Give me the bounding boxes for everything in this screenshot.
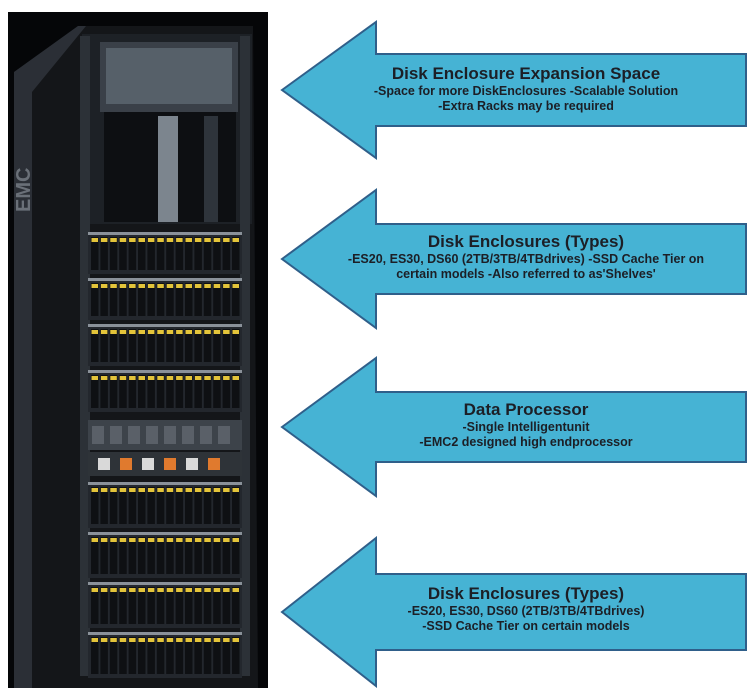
callout-title: Disk Enclosure Expansion Space	[391, 64, 661, 83]
left-arrow-icon	[280, 20, 747, 160]
callout-title: Disk Enclosures (Types)	[427, 232, 625, 251]
callout-line: -Space for more DiskEnclosures -Scalable…	[373, 84, 679, 98]
callout-title: Data Processor	[463, 400, 589, 419]
left-arrow-icon	[280, 356, 747, 498]
callout-line: -ES20, ES30, DS60 (2TB/3TB/4TBdrives)	[407, 604, 645, 618]
callout-text: Data Processor -Single Intelligentunit -…	[320, 400, 732, 450]
callout-line: -EMC2 designed high endprocessor	[419, 435, 633, 449]
callout-text: Disk Enclosures (Types) -ES20, ES30, DS6…	[320, 584, 732, 634]
callout-title: Disk Enclosures (Types)	[427, 584, 625, 603]
callout-line: -Single Intelligentunit	[462, 420, 590, 434]
callout-line: -ES20, ES30, DS60 (2TB/3TB/4TBdrives) -S…	[347, 252, 705, 266]
left-arrow-icon	[280, 536, 747, 688]
callout-expansion-space: Disk Enclosure Expansion Space -Space fo…	[280, 20, 748, 160]
callout-text: Disk Enclosure Expansion Space -Space fo…	[320, 64, 732, 114]
callout-line: -SSD Cache Tier on certain models	[422, 619, 630, 633]
callout-line: certain models -Also referred to as'Shel…	[396, 267, 656, 281]
rack-illustration: EMC	[13, 26, 258, 688]
callout-line: -Extra Racks may be required	[438, 99, 614, 113]
storage-rack-photo: EMC	[8, 12, 268, 688]
callout-data-processor: Data Processor -Single Intelligentunit -…	[280, 356, 748, 498]
callout-disk-enclosures-lower: Disk Enclosures (Types) -ES20, ES30, DS6…	[280, 536, 748, 688]
callout-disk-enclosures-upper: Disk Enclosures (Types) -ES20, ES30, DS6…	[280, 188, 748, 330]
rack-logo: EMC	[13, 168, 35, 212]
callout-text: Disk Enclosures (Types) -ES20, ES30, DS6…	[320, 232, 732, 282]
left-arrow-icon	[280, 188, 747, 330]
